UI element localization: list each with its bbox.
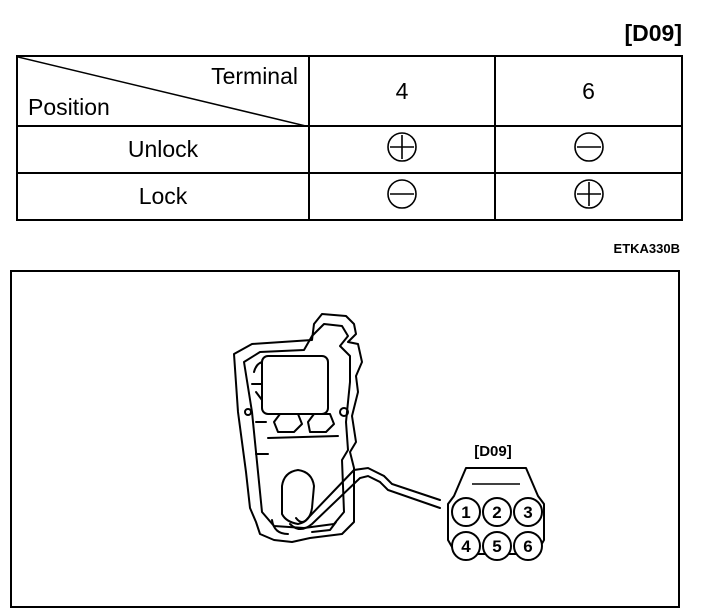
minus-circle-icon — [572, 130, 606, 170]
connector-pin-4 — [451, 531, 481, 561]
corner-label-position: Position — [28, 94, 110, 120]
corner-diagonal-line — [18, 57, 310, 127]
connector-pin-2 — [482, 497, 512, 527]
connector-pin-label-1: 1 — [461, 503, 470, 522]
connector-d09: 1 2 3 4 5 6 — [447, 467, 545, 561]
lock-rod-cable — [289, 466, 441, 530]
unlock-terminal-4-cell — [308, 125, 496, 174]
door-lock-actuator-body — [233, 313, 363, 543]
connector-pin-label-4: 4 — [461, 537, 471, 556]
connector-pin-3 — [513, 497, 543, 527]
table-corner-cell: Terminal Position — [16, 55, 310, 127]
plus-circle-icon — [572, 177, 606, 217]
connector-pin-label-3: 3 — [523, 503, 532, 522]
connector-pin-6 — [513, 531, 543, 561]
connector-pin-5 — [482, 531, 512, 561]
connector-code: [D09] — [624, 20, 682, 46]
plus-circle-icon — [385, 130, 419, 170]
connector-pin-1 — [451, 497, 481, 527]
actuator-figure-panel: [D09] 1 2 3 4 5 6 — [10, 270, 680, 608]
minus-circle-icon — [385, 177, 419, 217]
connector-pin-label-5: 5 — [492, 537, 501, 556]
connector-pin-label-2: 2 — [492, 503, 501, 522]
table-row-unlock: Unlock — [16, 125, 683, 174]
table-header-row: Terminal Position 4 6 — [16, 55, 683, 127]
terminal-table: Terminal Position 4 6 Unlock Lock — [16, 55, 683, 221]
figure-connector-label: [D09] — [474, 443, 512, 460]
corner-label-terminal: Terminal — [211, 63, 298, 89]
row-label-unlock: Unlock — [16, 125, 310, 174]
actuator-connector-illustration: [D09] 1 2 3 4 5 6 — [233, 313, 545, 561]
terminal-header-6: 6 — [494, 55, 683, 127]
connector-pins: 1 2 3 4 5 6 — [451, 497, 543, 561]
table-row-lock: Lock — [16, 172, 683, 221]
terminal-header-4: 4 — [308, 55, 496, 127]
unlock-terminal-6-cell — [494, 125, 683, 174]
lock-terminal-4-cell — [308, 172, 496, 221]
reference-code: ETKA330B — [613, 241, 680, 256]
lock-terminal-6-cell — [494, 172, 683, 221]
connector-pin-label-6: 6 — [523, 537, 532, 556]
row-label-lock: Lock — [16, 172, 310, 221]
